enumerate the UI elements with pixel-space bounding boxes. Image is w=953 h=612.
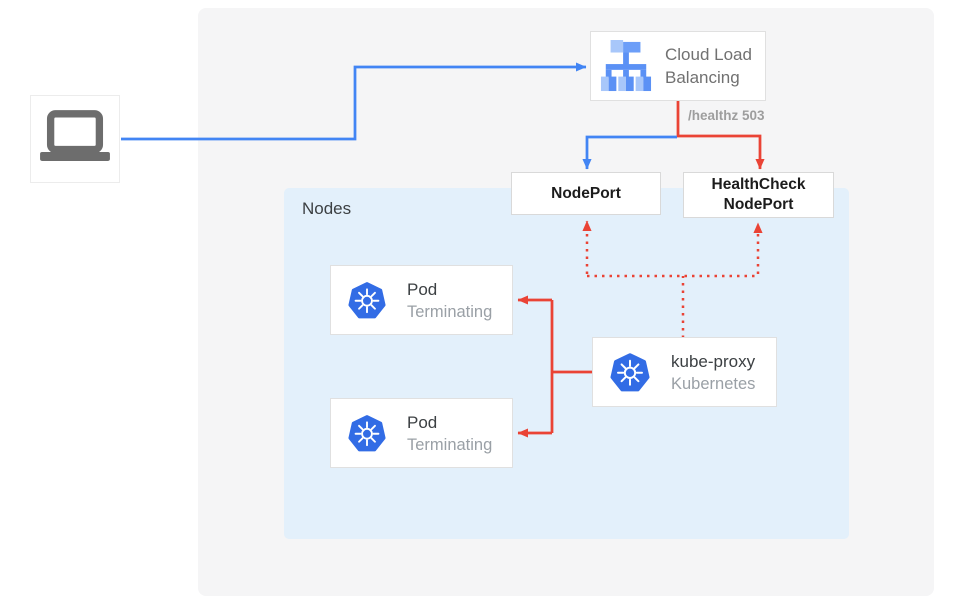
- pod-2-node: Pod Terminating: [330, 398, 513, 468]
- healthcheck-nodeport-node: HealthCheck NodePort: [683, 172, 834, 218]
- cloud-load-balancing-icon: [600, 40, 652, 92]
- kubernetes-icon: [348, 415, 386, 452]
- kubernetes-icon: [348, 282, 386, 319]
- client-node: [30, 95, 120, 183]
- healthcheck-nodeport-label-line1: HealthCheck: [711, 176, 806, 193]
- healthz-status-label: /healthz 503: [688, 108, 765, 123]
- healthcheck-nodeport-label-line2: NodePort: [723, 196, 794, 213]
- nodeport-label: NodePort: [551, 184, 621, 202]
- laptop-icon: [40, 110, 110, 161]
- pod-1-node: Pod Terminating: [330, 265, 513, 335]
- cloud-load-balancing-label: Cloud Load Balancing: [665, 45, 752, 87]
- pod-1-labels: Pod Terminating: [407, 278, 492, 323]
- kube-proxy-node: kube-proxy Kubernetes: [592, 337, 777, 407]
- cloud-load-balancing-node: Cloud Load Balancing: [590, 31, 766, 101]
- kubernetes-icon: [610, 353, 650, 392]
- edge-clb-to-nodeport: [582, 135, 677, 170]
- pod-2-status: Terminating: [407, 435, 493, 454]
- pod-1-status: Terminating: [407, 302, 493, 321]
- nodes-panel-label: Nodes: [302, 199, 352, 218]
- pod-2-labels: Pod Terminating: [407, 411, 492, 456]
- pod-2-title: Pod: [407, 412, 438, 432]
- kube-proxy-subtitle: Kubernetes: [671, 374, 756, 393]
- nodeport-node: NodePort: [511, 172, 661, 215]
- edge-clb-to-healthcheck-nodeport: [676, 101, 765, 170]
- kube-proxy-title: kube-proxy: [671, 351, 756, 371]
- kube-proxy-labels: kube-proxy Kubernetes: [671, 350, 755, 395]
- pod-1-title: Pod: [407, 279, 438, 299]
- edge-client-to-clb: [121, 62, 587, 141]
